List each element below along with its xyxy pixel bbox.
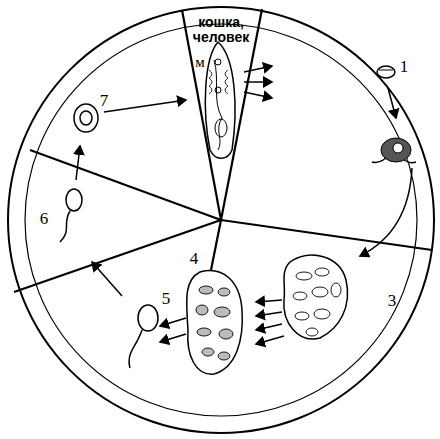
stage-letter: м	[195, 55, 205, 70]
callout-number: 3	[388, 292, 397, 309]
callout-number: 7	[100, 92, 109, 109]
callout-number: 4	[190, 250, 199, 267]
host-label: кошка, человек	[184, 15, 258, 44]
callout-number: 5	[162, 290, 171, 307]
callout-number: 1	[400, 58, 409, 75]
callout-number: 6	[40, 210, 49, 227]
